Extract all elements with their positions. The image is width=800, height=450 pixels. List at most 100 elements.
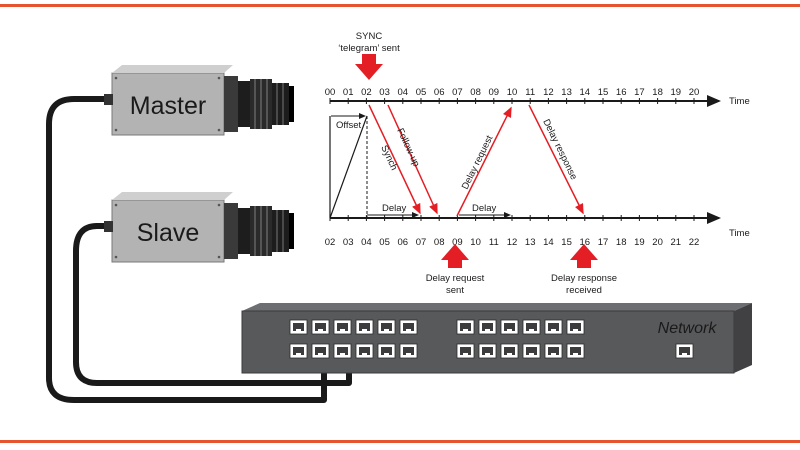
slave-label: Slave bbox=[137, 219, 200, 247]
ethernet-port-icon bbox=[522, 319, 541, 335]
master-label: Master bbox=[130, 92, 206, 120]
switch-side-face bbox=[734, 303, 752, 373]
follow-up-label: Follow-up bbox=[394, 127, 421, 169]
top-tick-label: 20 bbox=[689, 87, 700, 98]
top-tick-marks bbox=[329, 98, 695, 104]
ethernet-port-icon bbox=[355, 343, 374, 359]
delay-response-received-label: Delay response bbox=[551, 273, 617, 284]
top-tick-label: 17 bbox=[634, 87, 645, 98]
top-tick-label: 06 bbox=[434, 87, 445, 98]
master-camera-top-face bbox=[112, 65, 233, 73]
bottom-tick-label: 10 bbox=[470, 237, 481, 248]
delay-response-arrow bbox=[528, 104, 584, 215]
ethernet-port-icon bbox=[456, 343, 475, 359]
ethernet-port-icon bbox=[478, 343, 497, 359]
ethernet-port-icon bbox=[478, 319, 497, 335]
ethernet-port-icon bbox=[333, 343, 352, 359]
bottom-tick-label: 03 bbox=[343, 237, 354, 248]
ethernet-port-icon bbox=[522, 343, 541, 359]
ethernet-port-icon bbox=[377, 343, 396, 359]
master-camera: Master bbox=[104, 65, 294, 136]
top-tick-label: 03 bbox=[379, 87, 390, 98]
ethernet-port-icon bbox=[333, 319, 352, 335]
top-tick-label: 02 bbox=[361, 87, 372, 98]
bottom-tick-marks bbox=[329, 215, 695, 221]
screw-icon bbox=[217, 255, 221, 259]
ethernet-port-icon bbox=[289, 343, 308, 359]
top-tick-label: 15 bbox=[598, 87, 609, 98]
ethernet-port-icon bbox=[399, 343, 418, 359]
bottom-tick-label: 16 bbox=[580, 237, 591, 248]
screw-icon bbox=[114, 128, 118, 132]
bottom-tick-label: 11 bbox=[489, 237, 499, 248]
master-lens-icon bbox=[224, 76, 294, 132]
slave-connector bbox=[104, 221, 113, 232]
top-tick-label: 12 bbox=[543, 87, 554, 98]
bottom-tick-label: 19 bbox=[634, 237, 645, 248]
top-tick-label: 05 bbox=[416, 87, 427, 98]
top-tick-label: 04 bbox=[398, 87, 409, 98]
ethernet-port-icon bbox=[355, 319, 374, 335]
bottom-tick-label: 21 bbox=[671, 237, 682, 248]
master-cable bbox=[46, 96, 327, 403]
top-tick-label: 13 bbox=[561, 87, 572, 98]
delay-request-arrow bbox=[456, 106, 512, 217]
bottom-tick-label: 04 bbox=[361, 237, 372, 248]
offset-label: Offset bbox=[336, 120, 362, 131]
top-tick-label: 14 bbox=[580, 87, 591, 98]
top-tick-label: 10 bbox=[507, 87, 518, 98]
bottom-tick-label: 02 bbox=[325, 237, 336, 248]
switch-top-face bbox=[242, 303, 752, 311]
ethernet-port-icon bbox=[544, 343, 563, 359]
ethernet-port-icon bbox=[289, 319, 308, 335]
delay-response-label: Delay response bbox=[540, 117, 579, 181]
bottom-tick-label: 13 bbox=[525, 237, 536, 248]
ethernet-port-icon bbox=[377, 319, 396, 335]
bottom-tick-label: 05 bbox=[379, 237, 390, 248]
ethernet-port-icon bbox=[675, 343, 694, 359]
slave-cable bbox=[73, 223, 352, 386]
bottom-tick-label: 22 bbox=[689, 237, 700, 248]
bottom-tick-label: 08 bbox=[434, 237, 445, 248]
top-axis-label: Time bbox=[729, 96, 750, 107]
bottom-tick-label: 06 bbox=[398, 237, 409, 248]
delay-response-received-arrow-icon bbox=[570, 244, 598, 268]
bottom-tick-label: 15 bbox=[561, 237, 572, 248]
bottom-tick-label: 20 bbox=[652, 237, 663, 248]
screw-icon bbox=[217, 203, 221, 207]
top-tick-label: 09 bbox=[489, 87, 500, 98]
ethernet-port-icon bbox=[456, 319, 475, 335]
bottom-tick-label: 14 bbox=[543, 237, 554, 248]
bottom-tick-label: 07 bbox=[416, 237, 427, 248]
top-tick-label: 11 bbox=[525, 87, 535, 98]
ethernet-port-icon bbox=[500, 343, 519, 359]
bottom-tick-label: 09 bbox=[452, 237, 463, 248]
sync-label: SYNC bbox=[356, 31, 383, 42]
delay-request-label: Delay request bbox=[460, 133, 496, 191]
delay-request-sent-label-2: sent bbox=[446, 285, 464, 296]
slave-camera-top-face bbox=[112, 192, 233, 200]
network-cables bbox=[46, 96, 352, 403]
screw-icon bbox=[217, 76, 221, 80]
follow-up-arrow bbox=[387, 104, 438, 215]
synch-arrow bbox=[368, 104, 421, 215]
screw-icon bbox=[114, 76, 118, 80]
top-rule bbox=[0, 4, 800, 7]
delay-left-label: Delay bbox=[382, 203, 407, 214]
bottom-axis-label: Time bbox=[729, 228, 750, 239]
ethernet-port-icon bbox=[311, 319, 330, 335]
bottom-tick-label: 17 bbox=[598, 237, 609, 248]
screw-icon bbox=[114, 255, 118, 259]
ethernet-port-icon bbox=[544, 319, 563, 335]
delay-request-sent-arrow-icon bbox=[441, 244, 469, 268]
delay-request-sent-label: Delay request bbox=[426, 273, 485, 284]
synch-label: Synch bbox=[378, 144, 399, 173]
network-label: Network bbox=[658, 320, 718, 337]
slave-lens-icon bbox=[224, 203, 294, 259]
slave-camera: Slave bbox=[104, 192, 294, 263]
bottom-tick-label: 18 bbox=[616, 237, 627, 248]
sync-arrow-icon bbox=[355, 54, 383, 80]
sync-label-2: ‘telegram’ sent bbox=[338, 43, 400, 54]
